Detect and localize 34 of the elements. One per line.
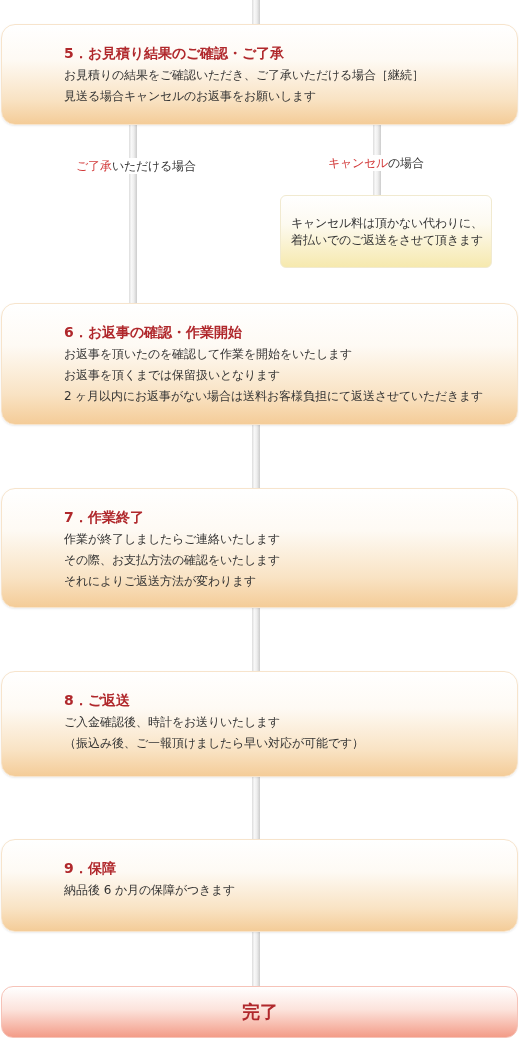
step-text: 見送る場合キャンセルのお返事をお願いします — [64, 88, 317, 105]
connector-line — [373, 125, 381, 195]
step-box — [1, 303, 518, 425]
step-box — [1, 839, 518, 932]
step-text: （振込み後、ご一報頂けましたら早い対応が可能です） — [64, 735, 365, 752]
step-box — [1, 671, 518, 777]
note-text: キャンセル料は頂かない代わりに、着払いでのご返送をさせて頂きます — [291, 214, 484, 249]
step-text: お見積りの結果をご確認いただき、ご了承いただける場合［継続］ — [64, 67, 425, 84]
step-text: 納品後 6 か月の保障がつきます — [64, 882, 237, 899]
step-text: その際、お支払方法の確認をいたします — [64, 552, 281, 569]
connector-line — [252, 0, 260, 24]
end-box — [1, 986, 518, 1038]
step-heading: 6．お返事の確認・作業開始 — [64, 323, 243, 342]
connector-line — [252, 777, 260, 839]
step-text: 作業が終了しましたらご連絡いたします — [64, 531, 281, 548]
step-text: お返事を頂いたのを確認して作業を開始をいたします — [64, 346, 353, 363]
step-heading: 5．お見積り結果のご確認・ご了承 — [64, 44, 285, 63]
edge-label: キャンセルの場合 — [326, 155, 426, 171]
step-text: ご入金確認後、時計をお送りいたします — [64, 714, 281, 731]
connector-line — [129, 125, 137, 303]
step-text: 2 ヶ月以内にお返事がない場合は送料お客様負担にて返送させていただきます — [64, 388, 485, 405]
connector-line — [252, 608, 260, 671]
connector-line — [252, 425, 260, 488]
step-text: お返事を頂くまでは保留扱いとなります — [64, 367, 281, 384]
step-box — [1, 488, 518, 608]
step-heading: 7．作業終了 — [64, 508, 145, 527]
connector-line — [252, 932, 260, 986]
edge-label: ご了承いただける場合 — [74, 158, 198, 174]
step-box — [1, 24, 518, 125]
step-text: それによりご返送方法が変わります — [64, 573, 257, 590]
note-box — [280, 195, 492, 268]
step-heading: 8．ご返送 — [64, 691, 131, 710]
step-heading: 9．保障 — [64, 859, 117, 878]
end-title: 完了 — [241, 1000, 278, 1024]
